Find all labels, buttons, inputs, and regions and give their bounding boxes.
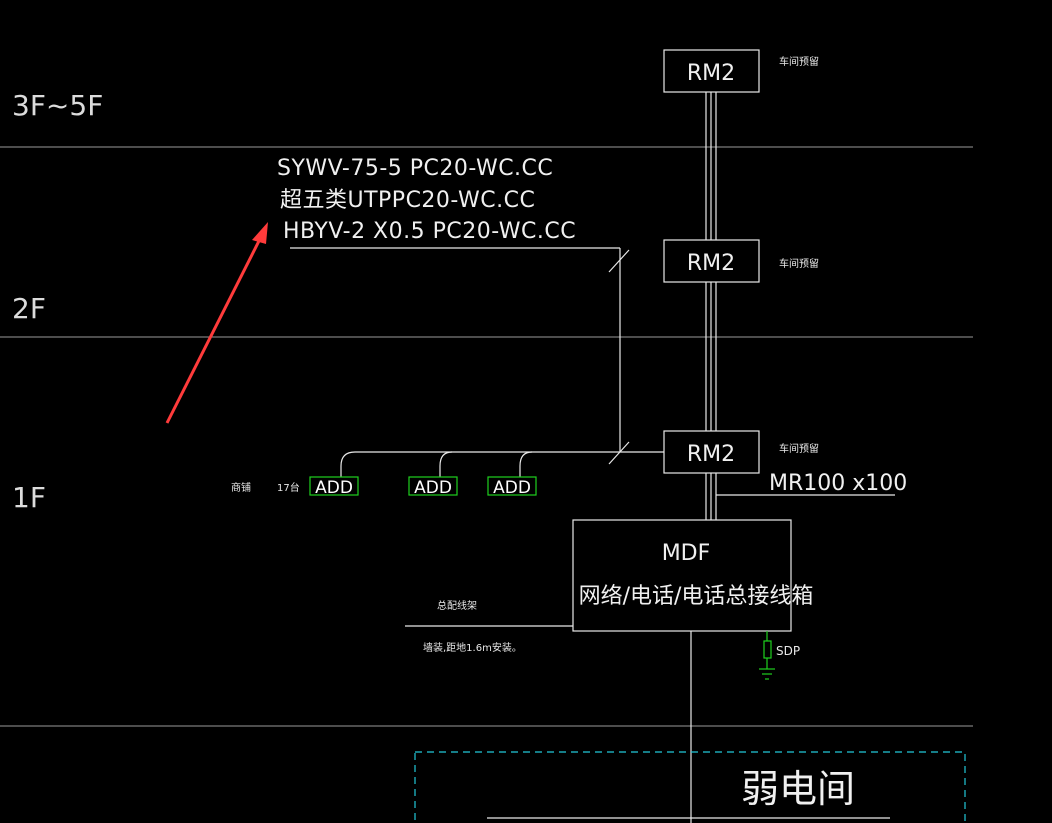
count-label: 17台 — [277, 481, 300, 494]
rm2-note-bottom: 车间预留 — [779, 442, 819, 455]
red-arrow-head — [252, 222, 268, 244]
tick-mark-bottom — [608, 441, 630, 465]
floor-label-2f: 2F — [12, 292, 46, 325]
rm2-box-bottom — [663, 430, 760, 474]
tick-mark-top — [608, 249, 630, 273]
cable-note-sywv: SYWV-75-5 PC20-WC.CC — [277, 156, 553, 181]
sdp-label: SDP — [776, 644, 800, 658]
rm2-label-bottom: RM2 — [687, 442, 735, 467]
rm2-label-middle: RM2 — [687, 251, 735, 276]
mdf-description: 网络/电话/电话总接线箱 — [579, 584, 814, 609]
rm2-box-top — [663, 49, 760, 93]
add-box-2 — [408, 476, 458, 496]
rm2-note-middle: 车间预留 — [779, 257, 819, 270]
add-label-2: ADD — [414, 478, 452, 498]
weak-room-label: 弱电间 — [741, 767, 855, 811]
rm2-label-top: RM2 — [687, 61, 735, 86]
frame-label: 总配线架 — [437, 599, 477, 612]
add-label-3: ADD — [493, 478, 531, 498]
floor-label-1f: 1F — [12, 481, 46, 514]
cable-note-hbyv: HBYV-2 X0.5 PC20-WC.CC — [283, 219, 576, 244]
add-box-1 — [309, 476, 359, 496]
sdp-resistor — [763, 640, 772, 659]
weak-room-boundary — [414, 751, 966, 823]
mdf-title: MDF — [662, 541, 711, 566]
tray-label: MR100 x100 — [769, 471, 907, 496]
add-box-3 — [487, 476, 537, 496]
rm2-box-middle — [663, 239, 760, 283]
shop-label: 商铺 — [231, 481, 251, 494]
rm2-note-top: 车间预留 — [779, 55, 819, 68]
cable-note-utp: 超五类UTPPC20-WC.CC — [280, 188, 535, 213]
floor-label-3f-5f: 3F~5F — [12, 89, 103, 122]
branch-to-add-2 — [439, 451, 453, 477]
red-arrow-shaft — [165, 234, 264, 424]
add-label-1: ADD — [315, 478, 353, 498]
install-note: 墙装,距地1.6m安装。 — [423, 641, 522, 654]
branch-to-add-1 — [340, 451, 356, 477]
branch-to-add-3 — [519, 451, 533, 477]
mdf-box — [572, 519, 792, 632]
